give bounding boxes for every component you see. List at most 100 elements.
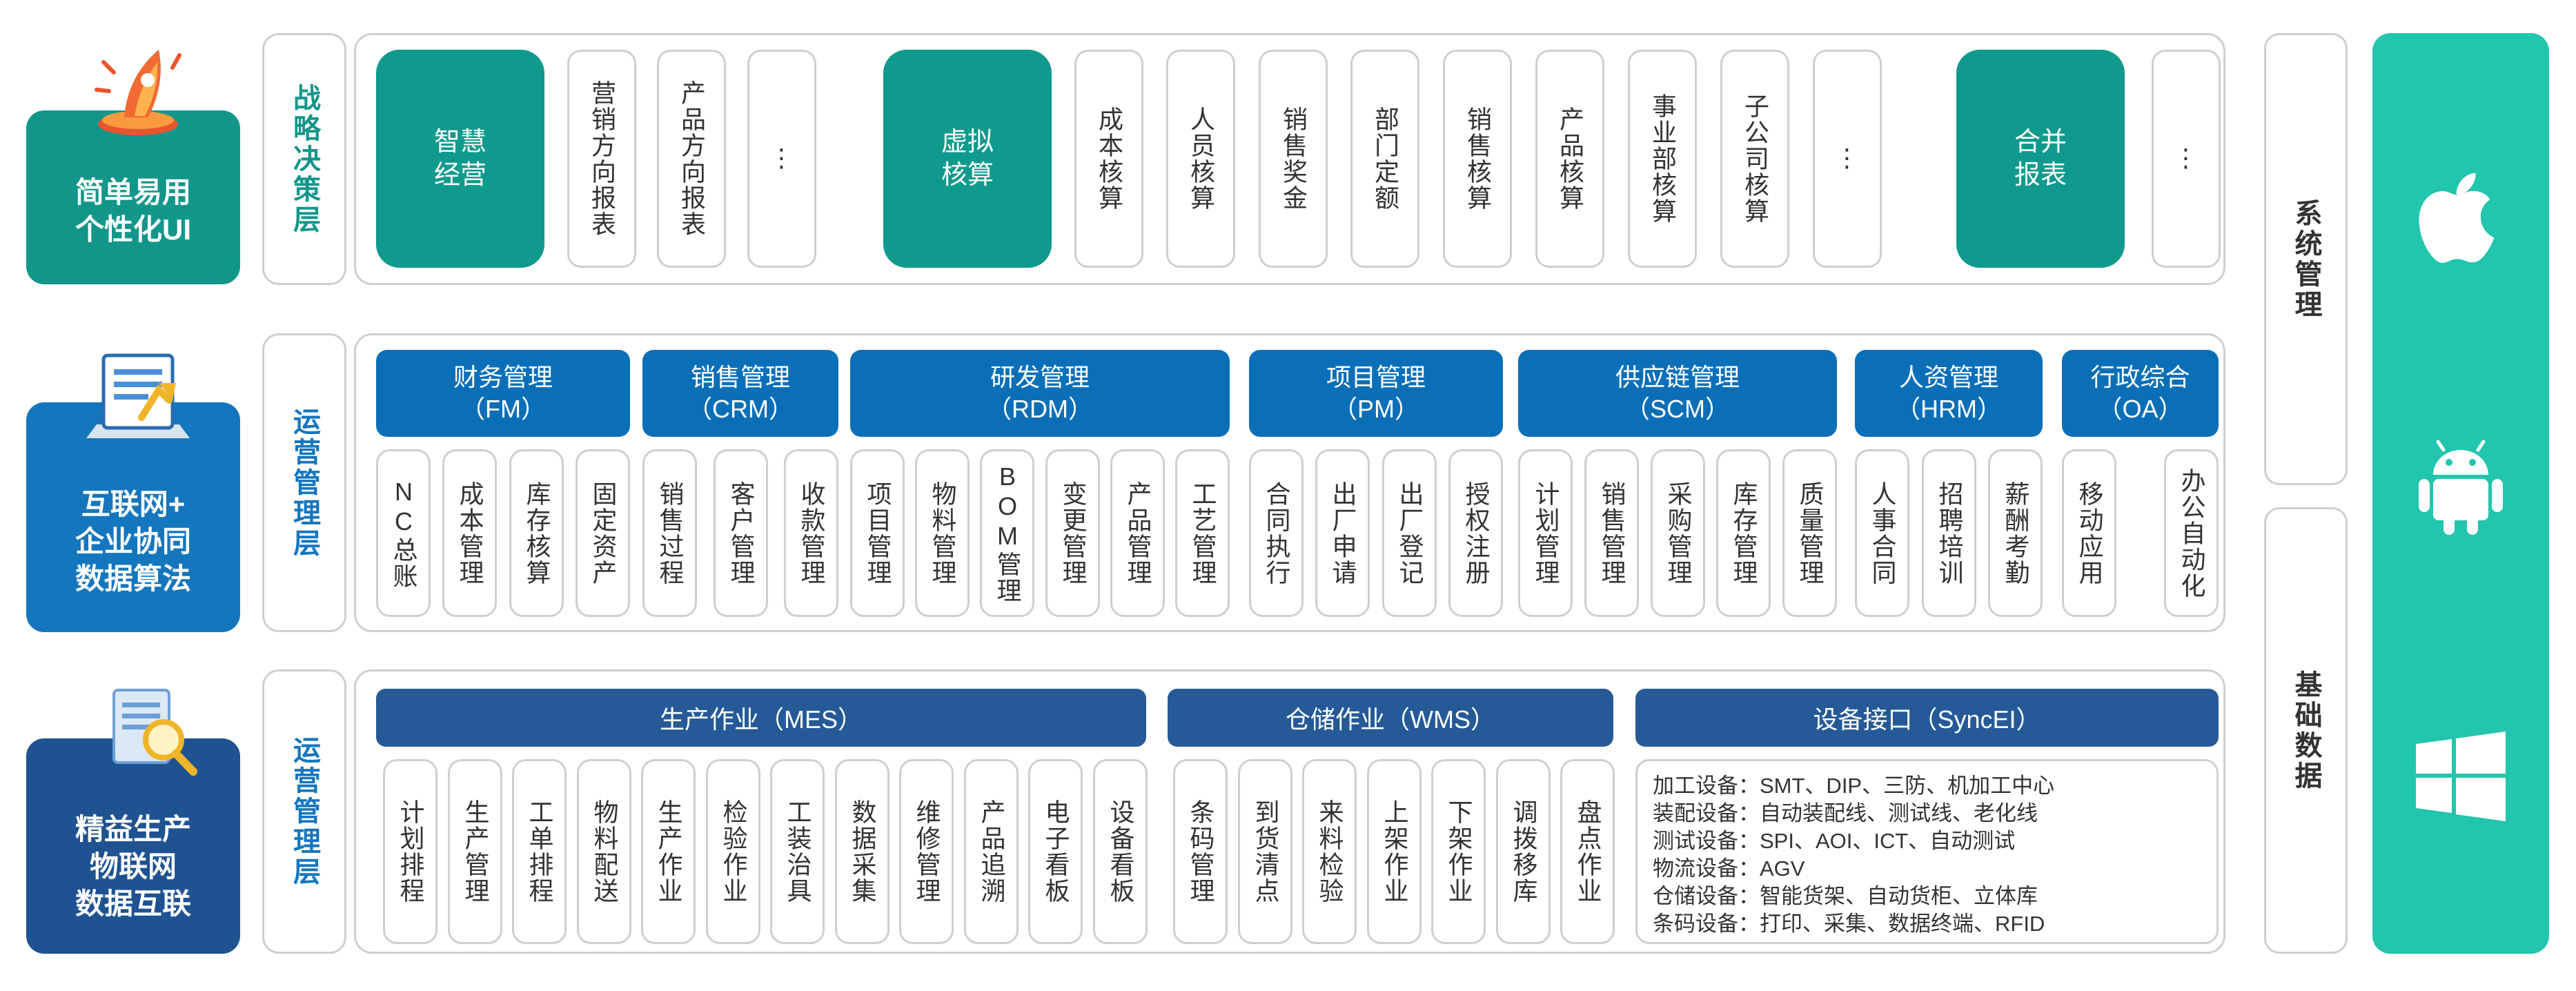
device-list: 加工设备：SMT、DIP、三防、机加工中心装配设备：自动装配线、测试线、老化线测… — [1635, 759, 2219, 944]
base-data-panel: 基础数据 — [2264, 507, 2348, 954]
module-header: 项目管理 （PM） — [1249, 350, 1503, 437]
accounting-cell-label: ⋮ — [1833, 144, 1862, 174]
module-header-code: （PM） — [1332, 395, 1419, 423]
module-item-cell-label: 薪酬考勤 — [2001, 480, 2030, 586]
module-item-cell-label: 办公自动化 — [2177, 467, 2206, 599]
module-item-cell: 质量管理 — [1782, 449, 1837, 617]
system-management-panel: 系统管理 — [2264, 33, 2348, 485]
accounting-cell-label: 部门定额 — [1371, 106, 1399, 211]
layer-label-operations-1: 运营管理层 — [262, 333, 346, 632]
module-item-cell-label: 成本管理 — [455, 480, 484, 586]
module-item-cell-label: 收款管理 — [797, 480, 826, 586]
strategy-report-cell-label: 产品方向报表 — [678, 80, 706, 237]
strategy-report-cell: ⋮ — [747, 50, 816, 268]
module-header: 研发管理（RDM） — [850, 350, 1230, 437]
strategy-report-cell: 产品方向报表 — [657, 50, 726, 268]
accounting-cell: 销售奖金 — [1259, 50, 1328, 268]
wms-item-cell-label: 调拨移库 — [1509, 799, 1538, 904]
base-data-label: 基础数据 — [2290, 669, 2321, 792]
module-header-name: 供应链管理 — [1615, 363, 1740, 391]
module-item-cell: NC总账 — [376, 449, 431, 617]
wms-item-cell: 调拨移库 — [1496, 759, 1551, 944]
module-header-code: （HRM） — [1896, 395, 2002, 423]
strategy-report-cell-label: ⋮ — [768, 144, 796, 174]
mes-item-cell: 产品追溯 — [964, 759, 1019, 944]
module-item-cell-label: 出厂登记 — [1395, 480, 1424, 586]
module-item-cell-label: NC总账 — [389, 477, 418, 589]
accounting-cell: 成本核算 — [1074, 50, 1143, 268]
module-item-cell-label: 客户管理 — [727, 480, 756, 586]
feature-line: 物联网 — [89, 850, 177, 883]
feature-card-lean: 精益生产物联网数据互联 — [26, 738, 240, 954]
mes-item-cell-label: 维修管理 — [912, 799, 941, 904]
layer-label-text: 运营管理层 — [289, 736, 319, 887]
module-item-cell-label: 招聘培训 — [1935, 480, 1964, 586]
module-item-cell: 库存核算 — [509, 449, 564, 617]
mes-item-cell-label: 物料配送 — [590, 799, 619, 904]
module-item-cell: 招聘培训 — [1922, 449, 1976, 617]
module-header: 销售管理（CRM） — [642, 350, 838, 437]
mes-item-cell: 电子看板 — [1028, 759, 1083, 944]
feature-card-simple-ui: 简单易用个性化UI — [26, 110, 240, 284]
document-chart-icon — [86, 353, 190, 438]
module-item-cell-label: 库存管理 — [1729, 480, 1758, 586]
mes-item-cell-label: 工装治具 — [783, 799, 812, 904]
module-item-cell-label: 计划管理 — [1531, 480, 1560, 586]
module-item-cell: 产品管理 — [1110, 449, 1165, 617]
module-item-cell: 合同执行 — [1249, 449, 1304, 617]
mes-item-cell-label: 产品追溯 — [977, 799, 1006, 904]
mes-item-cell: 数据采集 — [835, 759, 889, 944]
module-item-cell: 项目管理 — [850, 449, 905, 617]
mes-item-cell-label: 生产作业 — [654, 799, 683, 904]
accounting-cell-label: 产品核算 — [1556, 106, 1584, 211]
strategy-report-cell-label: 营销方向报表 — [588, 80, 616, 237]
virtual-accounting-label: 虚拟 核算 — [941, 128, 994, 190]
mes-item-cell: 工装治具 — [770, 759, 825, 944]
accounting-cell-label: 销售奖金 — [1279, 106, 1308, 211]
device-line: 仓储设备：智能货架、自动货柜、立体库 — [1653, 884, 2038, 908]
wms-item-cell-label: 上架作业 — [1380, 799, 1409, 904]
module-item-cell-label: 质量管理 — [1796, 480, 1825, 586]
synce-header: 设备接口（SyncEI） — [1635, 689, 2219, 747]
strategy-report-cell: 营销方向报表 — [567, 50, 636, 268]
accounting-cell-label: 人员核算 — [1187, 106, 1215, 211]
module-item-cell: 出厂申请 — [1315, 449, 1370, 617]
module-header-code: （CRM） — [687, 395, 794, 423]
accounting-cell-label: 事业部核算 — [1649, 93, 1677, 224]
mes-item-cell: 检验作业 — [706, 759, 760, 944]
module-item-cell-label: 合同执行 — [1262, 480, 1291, 586]
merge-more-cell: ⋮ — [2152, 50, 2221, 268]
merged-report-label: 合并 报表 — [2014, 128, 2067, 190]
mes-item-cell-label: 计划排程 — [396, 799, 425, 904]
magnifier-document-icon — [112, 689, 197, 776]
feature-line: 简单易用 — [75, 176, 191, 208]
module-item-cell-label: 采购管理 — [1664, 480, 1693, 586]
merge-more-cell-label: ⋮ — [2172, 144, 2201, 174]
android-icon — [2419, 440, 2503, 535]
module-item-cell: 成本管理 — [442, 449, 497, 617]
feature-line: 精益生产 — [75, 813, 191, 845]
accounting-cell: ⋮ — [1813, 50, 1882, 268]
layer-label-operations-2: 运营管理层 — [262, 669, 346, 954]
module-item-cell-label: 产品管理 — [1123, 480, 1152, 586]
mes-title: 生产作业（MES） — [659, 705, 863, 734]
module-item-cell: 销售过程 — [642, 449, 697, 617]
mes-item-cell-label: 检验作业 — [719, 799, 748, 904]
module-header-name: 项目管理 — [1326, 363, 1426, 391]
wms-item-cell: 盘点作业 — [1560, 759, 1615, 944]
wms-item-cell-label: 下架作业 — [1444, 799, 1473, 904]
accounting-cell: 人员核算 — [1166, 50, 1235, 268]
mes-item-cell: 物料配送 — [577, 759, 631, 944]
module-item-cell: 变更管理 — [1045, 449, 1100, 617]
mes-item-cell: 设备看板 — [1093, 759, 1148, 944]
wms-title: 仓储作业（WMS） — [1286, 705, 1495, 734]
module-item-cell: 工艺管理 — [1175, 449, 1230, 617]
module-header: 行政综合（OA） — [2062, 350, 2219, 437]
wms-item-cell-label: 条码管理 — [1186, 799, 1215, 904]
module-header-code: （FM） — [460, 395, 546, 423]
module-header-name: 财务管理 — [453, 363, 553, 391]
mes-item-cell-label: 工单排程 — [525, 799, 554, 904]
feature-card-internet: 互联网+企业协同数据算法 — [26, 402, 240, 632]
wms-item-cell: 下架作业 — [1431, 759, 1486, 944]
accounting-cell-label: 子公司核算 — [1741, 93, 1769, 224]
